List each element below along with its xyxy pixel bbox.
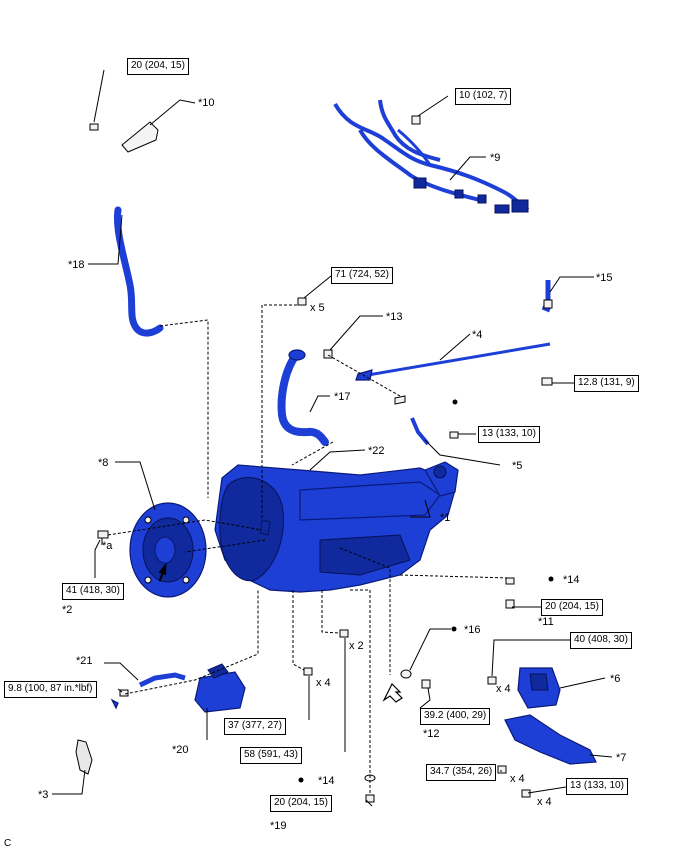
sensor-wire [138, 672, 186, 688]
callout-17: *17 [334, 391, 351, 403]
callout-15: *15 [596, 272, 613, 284]
breather-hose [113, 206, 164, 337]
callout-2: *2 [62, 604, 73, 616]
torque-spec-box: 13 (133, 10) [566, 778, 628, 795]
callout-18: *18 [68, 259, 85, 271]
transmission-assembly [214, 461, 459, 593]
callout-1: *1 [440, 512, 451, 524]
torque-spec-box: 13 (133, 10) [478, 426, 540, 443]
torque-converter [129, 502, 207, 598]
crossmember [504, 714, 597, 765]
harness-bracket [121, 121, 159, 153]
quantity-multiplier: x 4 [496, 683, 511, 695]
torque-spec-box: 58 (591, 43) [240, 747, 302, 764]
callout-12: *12 [423, 728, 440, 740]
callout-13: *13 [386, 311, 403, 323]
torque-spec-box: 37 (377, 27) [224, 718, 286, 735]
filler-cap [288, 349, 306, 361]
engine-mount [517, 667, 561, 709]
callout-20: *20 [172, 744, 189, 756]
callout-14-lower: *14 [318, 775, 335, 787]
torque-spec-box: 12.8 (131, 9) [574, 375, 639, 392]
quantity-multiplier: x 5 [310, 302, 325, 314]
callout-7: *7 [616, 752, 627, 764]
torque-spec-box: 20 (204, 15) [127, 58, 189, 75]
callout-10: *10 [198, 97, 215, 109]
quantity-multiplier: x 2 [349, 640, 364, 652]
callout-21: *21 [76, 655, 93, 667]
torque-spec-box: 20 (204, 15) [541, 599, 603, 616]
torque-spec-box: 10 (102, 7) [455, 88, 512, 105]
torque-spec-box: 71 (724, 52) [331, 267, 393, 284]
fasteners [89, 115, 553, 803]
wire-harness [333, 99, 530, 214]
callout-6: *6 [610, 673, 621, 685]
filler-tube [277, 351, 329, 446]
quantity-multiplier: x 4 [510, 773, 525, 785]
callout-14-upper: *14 [563, 574, 580, 586]
torque-spec-box: 34.7 (354, 26) [426, 764, 497, 781]
quantity-multiplier: x 4 [316, 677, 331, 689]
callout-8: *8 [98, 457, 109, 469]
callout-11: *11 [538, 616, 554, 628]
callout-5: *5 [512, 460, 523, 472]
bracket [75, 739, 93, 775]
callout-3: *3 [38, 789, 49, 801]
callout-22: *22 [368, 445, 385, 457]
gauge-rod [361, 342, 551, 378]
starter [194, 663, 246, 713]
torque-spec-box: 20 (204, 15) [270, 795, 332, 812]
callout-16: *16 [464, 624, 481, 636]
oil-pipe [410, 417, 430, 446]
torque-spec-box: 41 (418, 30) [62, 583, 124, 600]
callout-9: *9 [490, 152, 501, 164]
torque-spec-box: 39.2 (400, 29) [420, 708, 491, 725]
corner-mark: C [4, 838, 12, 849]
torque-spec-box: 40 (408, 30) [570, 632, 632, 649]
callout-19: *19 [270, 820, 287, 832]
callout-4: *4 [472, 329, 483, 341]
torque-spec-box: 9.8 (100, 87 in.*lbf) [4, 681, 97, 698]
quantity-multiplier: x 4 [537, 796, 552, 808]
callout-a: *a [102, 540, 113, 552]
